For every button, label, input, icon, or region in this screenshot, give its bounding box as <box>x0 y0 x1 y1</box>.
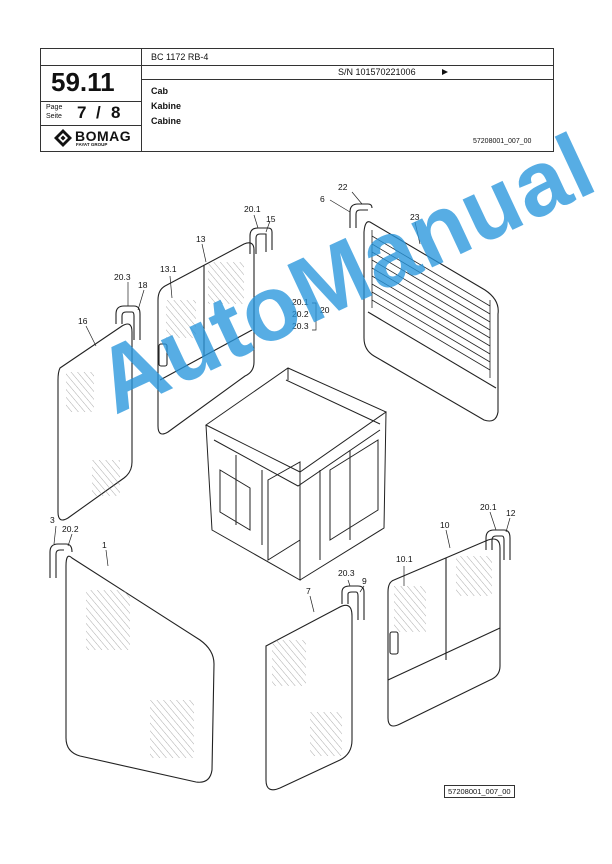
callout-10: 10 <box>440 520 450 530</box>
page-total: 8 <box>111 103 121 122</box>
clip-9 <box>341 585 365 620</box>
divider <box>141 79 553 80</box>
callout-13-1: 13.1 <box>160 264 177 274</box>
cab-frame <box>205 367 388 581</box>
clip-15 <box>249 227 273 254</box>
model-name: BC 1172 RB-4 <box>151 52 209 62</box>
callout-18: 18 <box>138 280 148 290</box>
callout-3: 3 <box>50 515 55 525</box>
callout-20: 20 <box>320 305 330 315</box>
clip-3 <box>49 543 73 578</box>
door-10 <box>387 538 501 727</box>
callout-15: 15 <box>266 214 276 224</box>
callout-20-2-mid: 20.2 <box>292 309 309 319</box>
callout-9: 9 <box>362 576 367 586</box>
callout-16: 16 <box>78 316 88 326</box>
rear-panel-23 <box>363 221 499 422</box>
callout-23: 23 <box>410 212 420 222</box>
window-16 <box>57 323 133 521</box>
callout-22: 22 <box>338 182 348 192</box>
clip-12 <box>485 529 511 560</box>
callout-20-3-mid: 20.3 <box>292 321 309 331</box>
callout-12: 12 <box>506 508 516 518</box>
callout-1: 1 <box>102 540 107 550</box>
callout-20-1-right: 20.1 <box>480 502 497 512</box>
page-label-en: Page <box>46 104 63 111</box>
doc-code: 57208001_007_00 <box>473 138 532 145</box>
callout-20-2-low: 20.2 <box>62 524 79 534</box>
leader-lines <box>53 191 511 613</box>
front-window-1 <box>65 555 215 783</box>
door-13 <box>157 242 255 435</box>
clip-18 <box>115 305 141 340</box>
callout-20-3-low: 20.3 <box>338 568 355 578</box>
clip-6-22 <box>349 203 373 228</box>
callout-20-3: 20.3 <box>114 272 131 282</box>
divider <box>141 49 142 151</box>
divider <box>41 101 141 102</box>
title-de: Kabine <box>151 101 182 111</box>
title-en: Cab <box>151 86 169 96</box>
header-block: 59.11 Page Seite 7 / 8 BOMAG FAYAT GROUP… <box>40 48 554 152</box>
title-fr: Cabine <box>151 116 182 126</box>
page-current: 7 <box>77 103 87 122</box>
serial-number: S/N 101570221006 <box>338 67 416 77</box>
brand-sub: FAYAT GROUP <box>76 142 108 147</box>
section-number: 59.11 <box>51 67 115 97</box>
divider <box>41 125 141 126</box>
callout-labels: 22 6 23 20.1 15 13 13.1 20.3 18 16 20.1 … <box>50 182 516 596</box>
page-separator: / <box>96 103 101 122</box>
brand-name: BOMAG <box>75 128 132 144</box>
callout-10-1: 10.1 <box>396 554 413 564</box>
window-7 <box>265 604 353 791</box>
callout-20-1-mid: 20.1 <box>292 297 309 307</box>
bomag-logo-icon <box>54 129 72 147</box>
page-label-de: Seite <box>46 113 62 120</box>
divider <box>41 65 553 66</box>
brand-logo: BOMAG FAYAT GROUP <box>53 127 135 149</box>
callout-7: 7 <box>306 586 311 596</box>
callout-20-1: 20.1 <box>244 204 261 214</box>
play-arrow-icon <box>442 69 448 75</box>
callout-6: 6 <box>320 194 325 204</box>
callout-13: 13 <box>196 234 206 244</box>
drawing-reference: 57208001_007_00 <box>444 785 515 798</box>
